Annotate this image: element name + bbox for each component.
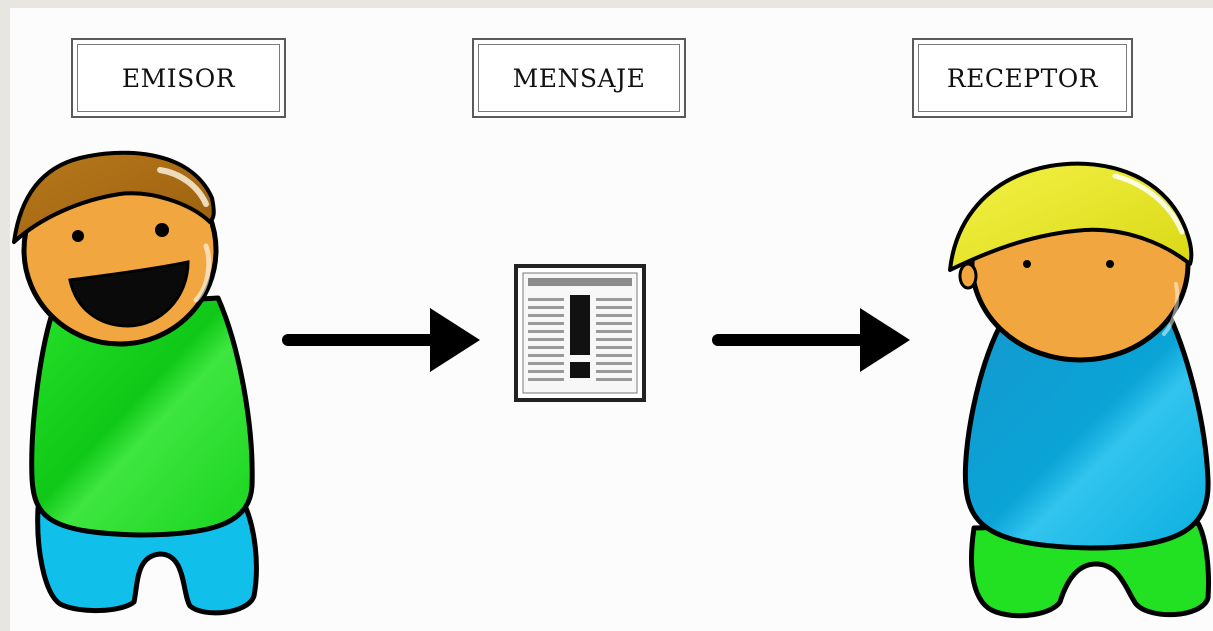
receiver-label: RECEPTOR: [946, 63, 1099, 93]
receiver-shirt: [962, 305, 1211, 551]
arrow-sender-to-message: [282, 308, 480, 372]
message-label-box: MENSAJE: [472, 38, 686, 118]
sender-label: EMISOR: [121, 63, 236, 93]
exclamation-bar: [570, 295, 590, 355]
arrow-message-to-receiver: [712, 308, 910, 372]
diagram-canvas: EMISOR MENSAJE RECEPTOR: [10, 8, 1213, 631]
sender-pants: [35, 505, 259, 616]
receiver-right-eye: [1106, 260, 1114, 268]
sender-mouth: [68, 260, 190, 328]
diagram-art: [12, 150, 1211, 619]
receiver-ear: [958, 262, 978, 290]
sender-shirt: [29, 295, 255, 538]
receiver-pants: [969, 520, 1211, 619]
sender-right-eye: [155, 223, 169, 237]
exclamation-dot: [570, 362, 590, 378]
receiver-figure: [948, 161, 1211, 619]
sender-figure: [12, 150, 259, 616]
message-label: MENSAJE: [512, 63, 646, 93]
receiver-left-eye: [1023, 260, 1031, 268]
sender-label-box: EMISOR: [71, 38, 286, 118]
sender-hair: [12, 150, 216, 244]
message-document-icon: [514, 264, 646, 402]
receiver-hair: [948, 161, 1194, 272]
receiver-label-box: RECEPTOR: [912, 38, 1133, 118]
sender-left-eye: [72, 230, 84, 242]
